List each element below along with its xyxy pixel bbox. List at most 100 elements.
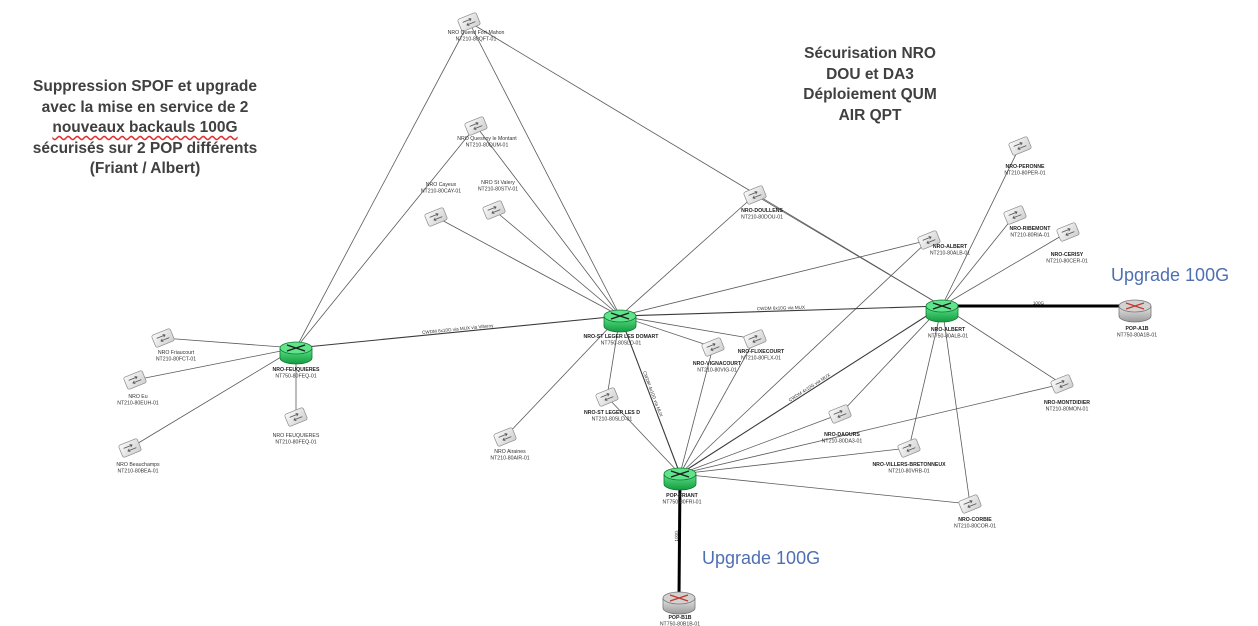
node-name: NRO-CORBIE — [958, 517, 992, 523]
annotation-right: Sécurisation NRO DOU et DA3 Déploiement … — [760, 44, 980, 126]
node-nro-cerisy[interactable] — [1056, 222, 1080, 242]
cwdm-link — [295, 315, 621, 349]
node-hub-albert[interactable] — [925, 299, 959, 323]
node-name: NRO-ST LEGER LES DOMART — [584, 334, 660, 340]
cwdm-link — [679, 305, 943, 475]
node-code: NT210-80FCT-01 — [156, 357, 196, 363]
link-line — [134, 347, 297, 381]
node-code: NT210-80DOU-01 — [741, 215, 783, 221]
link-line — [504, 315, 621, 438]
node-code: NT750-80B1B-01 — [660, 622, 700, 626]
node-nro-montdidier[interactable] — [1050, 374, 1074, 394]
node-name: NRO-VILLERS-BRETONNEUX — [872, 462, 946, 468]
link-line — [295, 125, 477, 349]
node-nro-feuquieres-sw[interactable] — [284, 407, 308, 427]
upgrade-label-albert: Upgrade 100G — [1111, 265, 1230, 285]
node-name: NRO Beauchamps — [116, 462, 160, 468]
link-line — [941, 231, 1069, 307]
node-nro-ribemont[interactable] — [1003, 205, 1027, 225]
node-name: NRO St Valery — [481, 180, 515, 186]
link-line — [475, 125, 621, 317]
node-nro-vignacourt[interactable] — [701, 337, 725, 357]
node-nro-daours[interactable] — [828, 404, 852, 424]
annotation-left-line: sécurisés sur 2 POP différents — [32, 139, 258, 157]
upgrade-label-friant: Upgrade 100G — [702, 548, 821, 568]
node-code: NT210-80MON-01 — [1046, 407, 1089, 413]
annotation-left: Suppression SPOF et upgrade avec la mise… — [0, 77, 290, 180]
node-name: NRO FEUQUIERES — [273, 433, 320, 439]
node-name: NRO Friaucourt — [158, 350, 195, 356]
node-nro-cayeux[interactable] — [424, 207, 448, 227]
node-code: NT210-80CAY-01 — [421, 189, 461, 195]
node-code: NT210-80PER-01 — [1004, 171, 1045, 177]
annotation-right-line: AIR QPT — [838, 106, 902, 124]
node-nro-peronne[interactable] — [1008, 136, 1032, 156]
node-code: NT750-80FRI-01 — [663, 500, 702, 506]
link-line — [435, 216, 621, 317]
node-code: NT750-80ALB-01 — [928, 334, 968, 340]
link-line — [619, 239, 930, 317]
node-pop-b1b[interactable] — [662, 591, 696, 615]
cwdm-link — [619, 305, 943, 317]
node-nro-doullens[interactable] — [743, 185, 767, 205]
link-line — [295, 21, 470, 349]
node-code: NT750-80A1B-01 — [1117, 333, 1157, 339]
node-code: NT210-80COR-01 — [954, 524, 996, 530]
link-line — [606, 396, 681, 475]
node-code: NT210-80FLX-01 — [741, 356, 781, 362]
node-name: NRO Quesnoy le Montant — [457, 136, 517, 142]
node-name: NRO-DAOURS — [824, 432, 860, 438]
annotation-left-line: avec la mise en service de 2 — [41, 98, 249, 116]
link-line — [493, 209, 621, 317]
node-name: NRO-FEUQUIERES — [273, 367, 321, 373]
link-line — [941, 305, 971, 505]
link-line — [839, 305, 943, 415]
node-nro-friaucourt[interactable] — [151, 328, 175, 348]
link-line — [679, 338, 756, 475]
node-nro-villers[interactable] — [897, 438, 921, 458]
node-name: NRO Eu — [128, 394, 147, 400]
node-nro-albert-sw[interactable] — [917, 230, 941, 250]
node-name: NRO Quend Fort-Mahon — [448, 30, 505, 36]
node-code: NT210-80STV-01 — [478, 187, 518, 193]
node-nro-flixecourt[interactable] — [743, 329, 767, 349]
node-hub-st-leger[interactable] — [603, 309, 637, 333]
node-nro-st-valery[interactable] — [482, 200, 506, 220]
node-nro-corbie[interactable] — [958, 494, 982, 514]
node-code: NT210-80EUH-01 — [117, 401, 159, 407]
node-name: NRO-ALBERT — [933, 244, 968, 250]
node-name: NRO-ST LEGER LES D — [584, 410, 640, 416]
node-name: NRO-DOULLENS — [741, 208, 783, 214]
node-pop-friant[interactable] — [663, 467, 697, 491]
link-line — [468, 21, 943, 307]
node-nro-eu[interactable] — [123, 370, 147, 390]
node-code: NT750-80SLD-01 — [601, 341, 642, 347]
link-label: 100G — [1033, 301, 1045, 306]
node-nro-st-leger-sw[interactable] — [595, 387, 619, 407]
node-code: NT210-80QFT-01 — [456, 37, 497, 43]
node-code: NT210-80DA3-01 — [822, 439, 863, 445]
link-line — [941, 214, 1016, 307]
node-nro-quend[interactable] — [457, 12, 481, 32]
link-label: 100G — [674, 530, 679, 542]
link-line — [679, 473, 971, 505]
node-nro-airaines[interactable] — [493, 427, 517, 447]
node-pop-a1b[interactable] — [1118, 299, 1152, 323]
node-code: NT210-80AIR-01 — [490, 456, 529, 462]
annotation-left-line: Suppression SPOF et upgrade — [33, 78, 257, 95]
link-label: CWDM 4x10G via MUX — [788, 372, 831, 402]
link-line — [619, 194, 756, 317]
node-nro-quesnoy[interactable] — [464, 116, 488, 136]
node-name: POP-FRIANT — [666, 493, 699, 499]
node-name: NRO-ALBERT — [931, 327, 966, 333]
node-code: NT210-80CER-01 — [1046, 259, 1088, 265]
link-line — [679, 447, 910, 475]
node-code: NT210-80SLD-01 — [592, 417, 633, 423]
node-hub-feuquieres[interactable] — [279, 341, 313, 365]
backhaul-100g-link — [677, 473, 682, 599]
node-nro-beauchamps[interactable] — [118, 438, 142, 458]
link-line — [941, 145, 1021, 307]
annotation-left-line: (Friant / Albert) — [89, 160, 201, 177]
node-name: NRO-FLIXECOURT — [738, 349, 785, 355]
